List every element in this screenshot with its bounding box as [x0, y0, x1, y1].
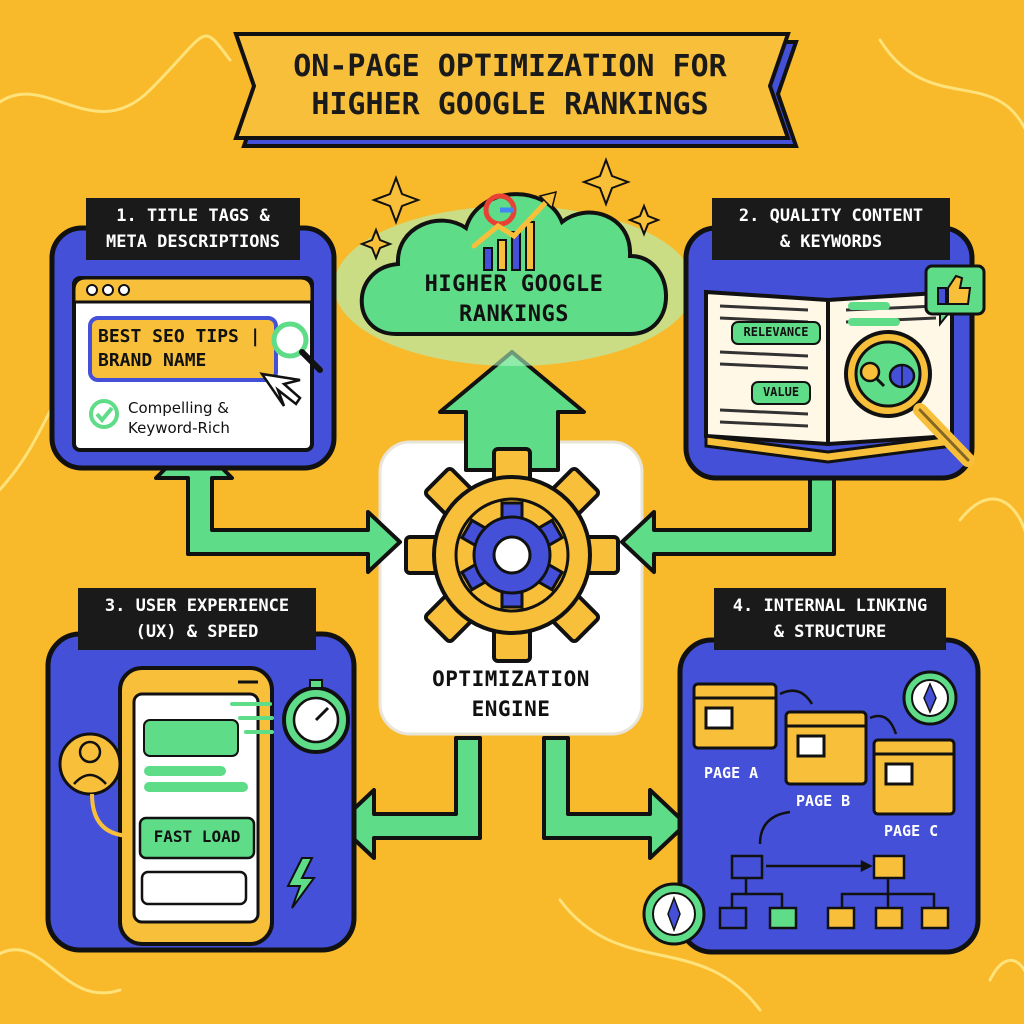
title-line-1: ON-PAGE OPTIMIZATION FOR [293, 49, 727, 84]
tag-value: VALUE [762, 385, 800, 399]
goal-line-2: RANKINGS [459, 302, 569, 327]
panel-1-header: 1. TITLE TAGS & META DESCRIPTIONS [86, 203, 300, 255]
panel-4-header-line-2: & STRUCTURE [773, 622, 887, 642]
engine-line-1: OPTIMIZATION [432, 667, 590, 691]
panel-user-experience [45, 588, 357, 953]
seo-title-example: BEST SEO TIPS | BRAND NAME [98, 325, 272, 373]
page-a-label: PAGE A [704, 764, 759, 782]
panel-3-header-line-2: (UX) & SPEED [135, 622, 259, 642]
check-caption-line-1: Compelling & [128, 399, 230, 417]
goal-label: HIGHER GOOGLE RANKINGS [396, 270, 632, 330]
cursor-icon [259, 372, 302, 407]
panel-3-header-line-1: 3. USER EXPERIENCE [104, 596, 290, 616]
folder-icon [718, 854, 950, 930]
goal-line-1: HIGHER GOOGLE [424, 272, 604, 297]
check-caption-line-2: Keyword-Rich [128, 419, 230, 437]
arrow-engine-panel4 [542, 736, 688, 860]
arrow-up-to-goal [438, 350, 586, 472]
panel-2-header-line-2: & KEYWORDS [779, 232, 883, 252]
page-title: ON-PAGE OPTIMIZATION FOR HIGHER GOOGLE R… [240, 48, 780, 124]
page-b-label: PAGE B [796, 792, 851, 810]
google-logo-icon [483, 193, 517, 227]
goal-cloud [334, 190, 694, 366]
arrow-engine-panel3 [336, 736, 482, 860]
panel-quality-content [683, 198, 986, 481]
check-icon [89, 399, 119, 429]
background-swirls [0, 34, 1024, 1012]
panel-2-header: 2. QUALITY CONTENT & KEYWORDS [712, 203, 950, 255]
brain-icon [888, 363, 916, 389]
fast-load-button: FAST LOAD [153, 827, 241, 846]
magnifier-icon [271, 321, 323, 373]
title-line-2: HIGHER GOOGLE RANKINGS [311, 87, 709, 122]
stopwatch-icon [230, 679, 350, 754]
panel-4-header: 4. INTERNAL LINKING & STRUCTURE [714, 593, 946, 645]
tag-relevance: RELEVANCE [743, 325, 809, 339]
user-icon [58, 732, 133, 838]
engine-label: OPTIMIZATION ENGINE [384, 664, 638, 724]
gear-icon [404, 447, 620, 663]
panel-1-header-line-1: 1. TITLE TAGS & [116, 206, 270, 226]
panel-3-header: 3. USER EXPERIENCE (UX) & SPEED [78, 593, 316, 645]
panel-2-header-line-1: 2. QUALITY CONTENT [738, 206, 924, 226]
growth-chart-icon [471, 190, 558, 271]
panel-title-tags [49, 198, 337, 471]
compass-icon [902, 670, 958, 726]
key-icon [859, 361, 886, 388]
seo-title-line-2: BRAND NAME [98, 350, 207, 371]
title-banner [233, 32, 799, 148]
panel-4-header-line-1: 4. INTERNAL LINKING [732, 596, 928, 616]
lightning-icon [286, 857, 316, 909]
arrow-panel1-engine [154, 438, 402, 574]
check-caption: Compelling & Keyword-Rich [128, 398, 308, 438]
engine-line-2: ENGINE [471, 697, 551, 721]
page-c-label: PAGE C [884, 822, 939, 840]
seo-title-line-1: BEST SEO TIPS | [98, 326, 261, 347]
thumbs-up-icon [924, 264, 986, 327]
compass-icon [642, 882, 706, 946]
panel-1-header-line-2: META DESCRIPTIONS [106, 232, 280, 252]
sparkle-icon [359, 157, 661, 261]
panel-internal-linking [642, 588, 981, 955]
